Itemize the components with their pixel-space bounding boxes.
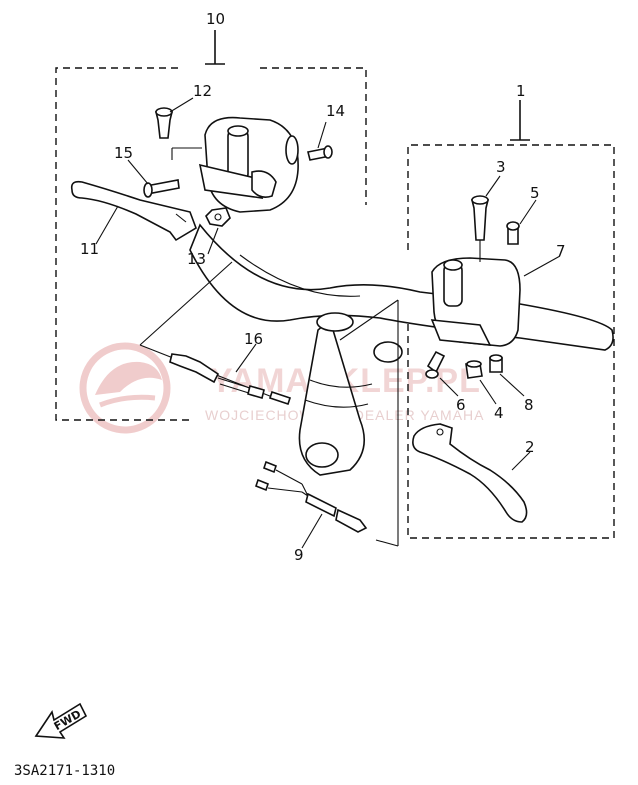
label-part-13: 13 (187, 250, 206, 268)
label-part-15: 15 (114, 144, 133, 162)
group-box-10 (55, 30, 367, 421)
label-part-16: 16 (244, 330, 263, 348)
label-part-2: 2 (525, 438, 535, 456)
label-part-10: 10 (206, 10, 225, 28)
label-part-1: 1 (516, 82, 526, 100)
lever-11 (70, 180, 197, 242)
watermark: YAMASKLEP.PL WOJCIECHOWICZ | DEALER YAMA… (79, 342, 483, 434)
label-part-5: 5 (530, 184, 540, 202)
label-part-6: 6 (456, 396, 466, 414)
label-part-9: 9 (294, 546, 304, 564)
fwd-arrow-icon: FWD (34, 702, 88, 739)
label-part-14: 14 (326, 102, 345, 120)
watermark-logo (79, 342, 171, 434)
label-part-7: 7 (556, 242, 566, 260)
group-box-1 (407, 100, 615, 539)
nut-13 (205, 207, 231, 227)
right-lever-holder-assembly (412, 175, 561, 523)
lever-2 (412, 423, 528, 523)
bolt-3 (470, 199, 490, 241)
drawing-code: 3SA2171-1310 (14, 763, 115, 779)
label-part-3: 3 (496, 158, 506, 176)
label-part-12: 12 (193, 82, 212, 100)
label-part-11: 11 (80, 240, 99, 258)
label-part-4: 4 (494, 404, 504, 422)
label-part-8: 8 (524, 396, 534, 414)
switch-9 (255, 299, 399, 549)
handlebar (189, 223, 614, 476)
left-lever-holder-assembly (70, 97, 333, 255)
switch-16 (139, 261, 292, 406)
